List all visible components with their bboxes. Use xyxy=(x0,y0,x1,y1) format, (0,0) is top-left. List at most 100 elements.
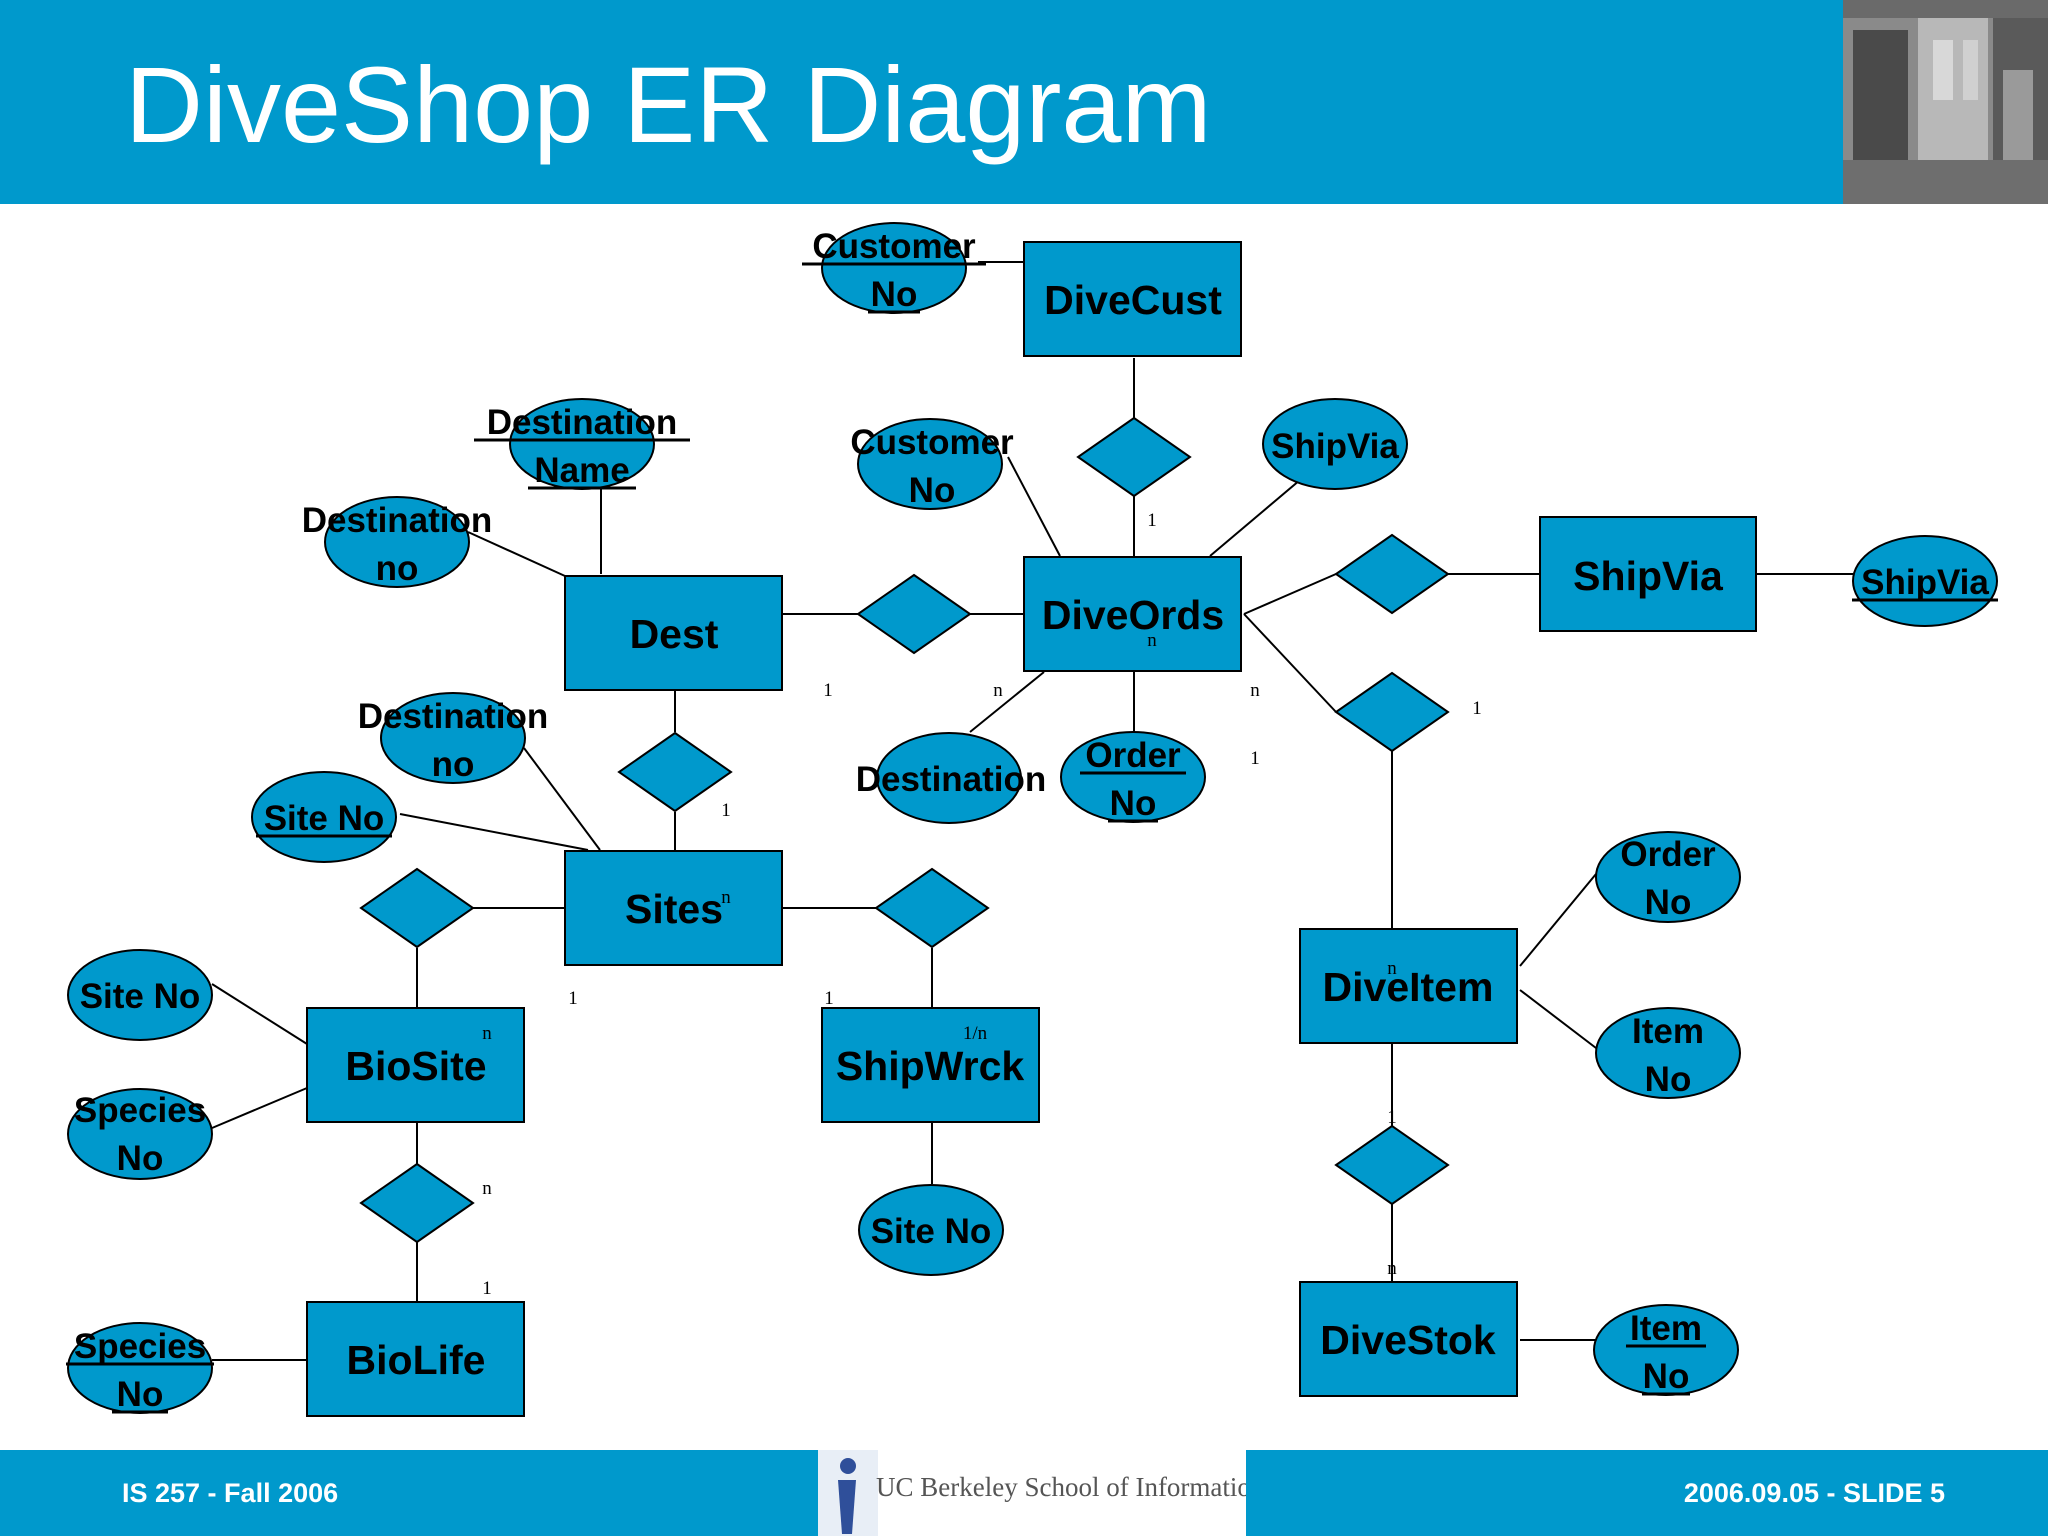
attribute-ellipse xyxy=(1262,398,1408,490)
cardinality-label: 1 xyxy=(721,800,731,821)
relationship-diamond xyxy=(1334,1124,1450,1206)
entity-label: Dest xyxy=(630,611,719,657)
cardinality-label: 1 xyxy=(568,988,578,1009)
attribute-label: Species xyxy=(74,1091,206,1130)
attribute-ellipse xyxy=(67,1088,213,1180)
attribute-label: No xyxy=(117,1375,164,1414)
attribute-label: Destination xyxy=(856,760,1047,799)
connector-line xyxy=(399,813,589,851)
entity-box xyxy=(564,575,783,691)
cardinality-label: n xyxy=(482,1023,492,1044)
relationship-diamond xyxy=(617,731,733,813)
cardinality-label: 1 xyxy=(1147,510,1157,531)
attribute-ellipse xyxy=(858,1184,1004,1276)
attribute-label: No xyxy=(1645,883,1692,922)
entity-box xyxy=(1023,241,1242,357)
relationship-diamond xyxy=(856,573,972,655)
cardinality-label: n xyxy=(1147,630,1157,651)
relationship-diamond xyxy=(874,867,990,949)
entity-label: DiveOrds xyxy=(1042,592,1224,638)
entity-label: DiveItem xyxy=(1323,964,1494,1010)
attribute-label: Order xyxy=(1620,835,1716,874)
attribute-ellipse xyxy=(1595,831,1741,923)
attribute-ellipse xyxy=(380,692,526,784)
attribute-label: Destination xyxy=(302,501,493,540)
cardinality-label: n xyxy=(1387,958,1397,979)
entity-box xyxy=(306,1007,525,1123)
connector-line xyxy=(1519,873,1597,967)
relationship-diamond xyxy=(1076,416,1192,498)
attribute-label: ShipVia xyxy=(1861,563,1989,602)
attribute-label: ShipVia xyxy=(1271,427,1399,466)
entity-label: Sites xyxy=(625,886,723,932)
attribute-ellipse xyxy=(857,418,1003,510)
entity-label: ShipWrck xyxy=(836,1043,1025,1089)
cardinality-label: 1 xyxy=(482,1278,492,1299)
cardinality-label: n xyxy=(1387,1258,1397,1279)
attribute-ellipse xyxy=(67,949,213,1041)
title-bar xyxy=(0,0,2048,204)
attribute-label: Customer xyxy=(850,423,1014,462)
attribute-label: No xyxy=(1645,1060,1692,1099)
attribute-label: Site No xyxy=(871,1212,992,1251)
attribute-label: Destination xyxy=(358,697,549,736)
attribute-ellipse xyxy=(251,771,397,863)
attribute-label: Customer xyxy=(812,227,976,266)
cardinality-label: n xyxy=(721,887,731,908)
cardinality-label: 1/n xyxy=(963,1023,988,1044)
relationship-diamond xyxy=(359,867,475,949)
connector-line xyxy=(1243,613,1337,713)
slide-number: 2006.09.05 - SLIDE 5 xyxy=(1683,1478,1945,1508)
info-i-icon xyxy=(818,1450,878,1536)
relationship-diamond xyxy=(1334,533,1450,615)
entity-box xyxy=(1023,556,1242,672)
connector-line xyxy=(1519,989,1597,1049)
attribute-label: No xyxy=(871,275,918,314)
cardinality-label: n xyxy=(482,1178,492,1199)
attribute-ellipse xyxy=(1595,1007,1741,1099)
connector-line xyxy=(1209,479,1301,557)
attribute-label: no xyxy=(376,549,419,588)
attribute-label: Site No xyxy=(264,799,385,838)
entity-label: DiveStok xyxy=(1320,1317,1496,1363)
cardinality-label: 1 xyxy=(824,988,834,1009)
attribute-label: Species xyxy=(74,1327,206,1366)
connector-line xyxy=(211,983,308,1045)
cardinality-label: n xyxy=(993,680,1003,701)
attribute-label: Name xyxy=(534,451,629,490)
cardinality-label: 1 xyxy=(823,680,833,701)
attribute-label: No xyxy=(1110,784,1157,823)
entity-label: BioLife xyxy=(347,1337,486,1383)
attribute-label: Item xyxy=(1632,1012,1704,1051)
relationship-diamond xyxy=(359,1162,475,1244)
entity-box xyxy=(1539,516,1757,632)
connector-line xyxy=(211,1087,308,1129)
entity-label: ShipVia xyxy=(1573,553,1724,599)
cardinality-label: 1 xyxy=(1472,698,1482,719)
entity-box xyxy=(564,850,783,966)
attribute-label: Item xyxy=(1630,1309,1702,1348)
entity-box xyxy=(1299,1281,1518,1397)
attribute-label: No xyxy=(909,471,956,510)
course-label: IS 257 - Fall 2006 xyxy=(122,1478,339,1508)
entity-label: BioSite xyxy=(345,1043,486,1089)
building-photo-image xyxy=(1843,0,2048,204)
attribute-label: no xyxy=(432,745,475,784)
attribute-ellipse xyxy=(324,496,470,588)
attribute-label: No xyxy=(117,1139,164,1178)
cardinality-label: 1 xyxy=(1250,748,1260,769)
attribute-label: Destination xyxy=(487,403,678,442)
attribute-label: Order xyxy=(1085,736,1181,775)
connector-line xyxy=(969,671,1045,733)
page-title: DiveShop ER Diagram xyxy=(125,44,1212,165)
building-photo xyxy=(1843,0,2048,204)
connector-line xyxy=(467,531,566,577)
connector-line xyxy=(523,747,601,851)
relationship-diamond xyxy=(1334,671,1450,753)
entity-box xyxy=(1299,928,1518,1044)
entity-label: DiveCust xyxy=(1044,277,1222,323)
attribute-ellipse xyxy=(876,732,1022,824)
attribute-label: Site No xyxy=(80,977,201,1016)
entity-box xyxy=(306,1301,525,1417)
